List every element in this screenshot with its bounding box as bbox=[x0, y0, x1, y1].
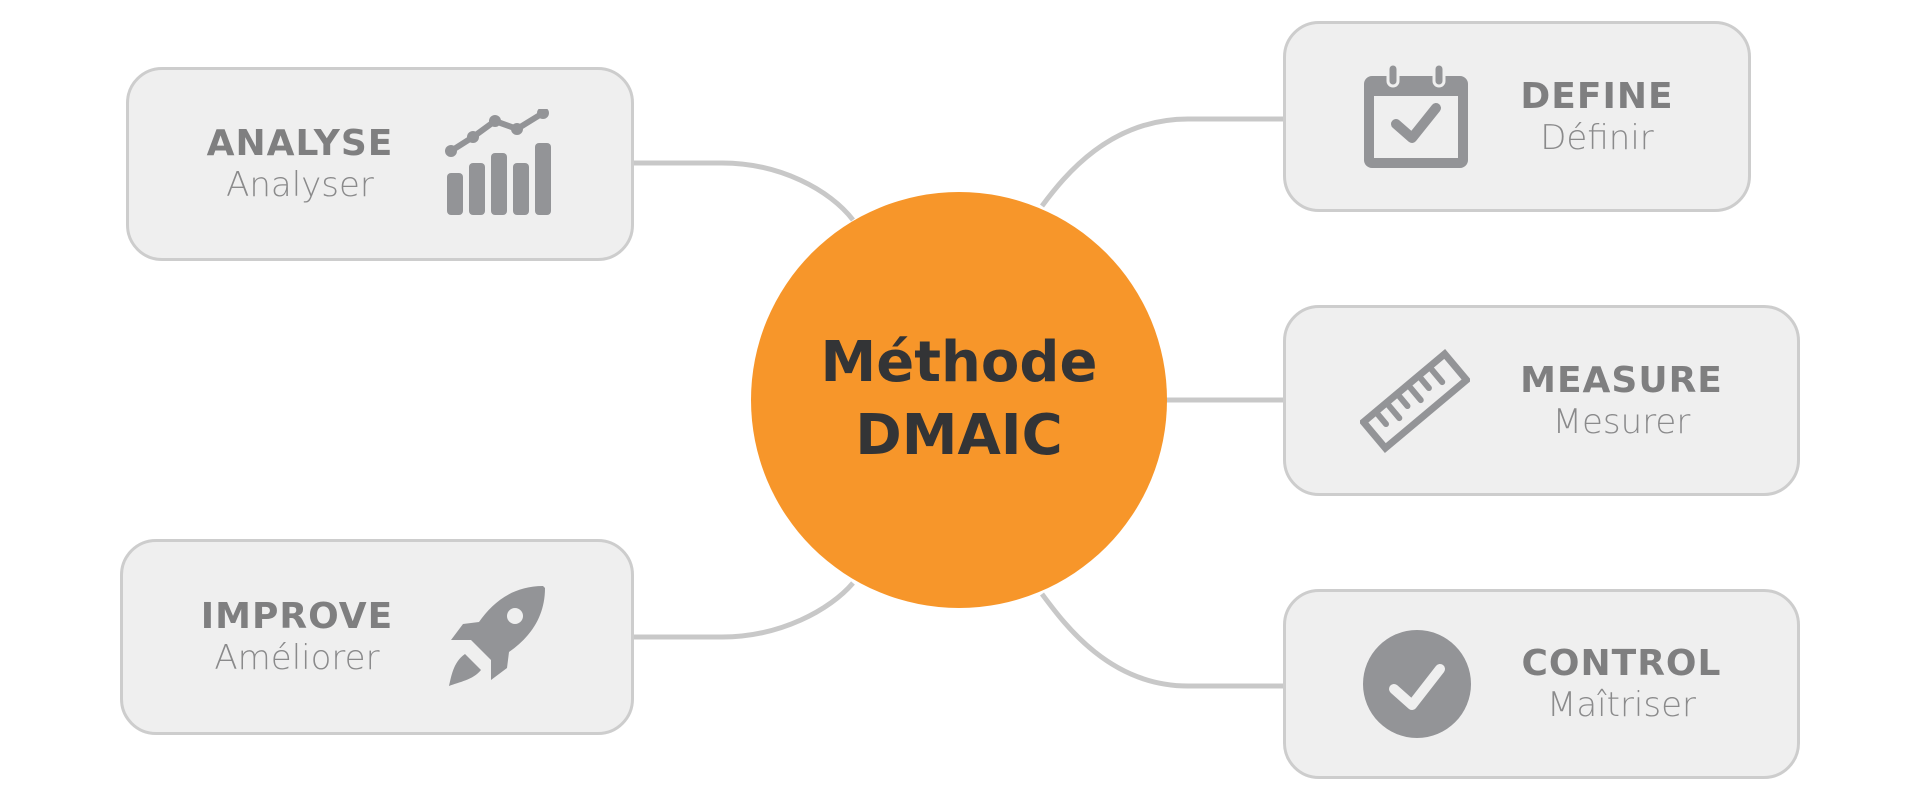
step-title: ANALYSE bbox=[206, 123, 394, 164]
step-subtitle: Mesurer bbox=[1552, 401, 1691, 442]
step-control[interactable]: CONTROL Maîtriser bbox=[1283, 589, 1800, 779]
step-define[interactable]: DEFINE Définir bbox=[1283, 21, 1751, 212]
step-analyse[interactable]: ANALYSE Analyser bbox=[126, 67, 634, 261]
step-subtitle: Analyser bbox=[226, 165, 374, 206]
ruler-icon bbox=[1360, 346, 1471, 456]
calendar-check-icon bbox=[1360, 62, 1470, 172]
center-title-line1: Méthode bbox=[820, 330, 1098, 396]
step-subtitle: Maîtriser bbox=[1547, 685, 1696, 726]
step-title: DEFINE bbox=[1520, 75, 1674, 117]
rocket-icon bbox=[443, 582, 553, 692]
step-improve[interactable]: IMPROVE Améliorer bbox=[120, 539, 634, 735]
center-circle: Méthode DMAIC bbox=[751, 192, 1167, 608]
step-title: IMPROVE bbox=[200, 596, 394, 637]
step-measure[interactable]: MEASURE Mesurer bbox=[1283, 305, 1800, 496]
connector-improve bbox=[634, 581, 855, 640]
step-title: CONTROL bbox=[1521, 643, 1722, 684]
step-subtitle: Définir bbox=[1540, 117, 1654, 158]
connector-control bbox=[1039, 592, 1283, 689]
check-circle-icon bbox=[1362, 629, 1472, 739]
connector-analyse bbox=[634, 160, 855, 222]
chart-icon bbox=[443, 109, 553, 219]
center-title-line2: DMAIC bbox=[855, 403, 1063, 468]
step-subtitle: Améliorer bbox=[214, 638, 380, 679]
step-title: MEASURE bbox=[1520, 359, 1723, 401]
connector-define bbox=[1039, 116, 1283, 208]
